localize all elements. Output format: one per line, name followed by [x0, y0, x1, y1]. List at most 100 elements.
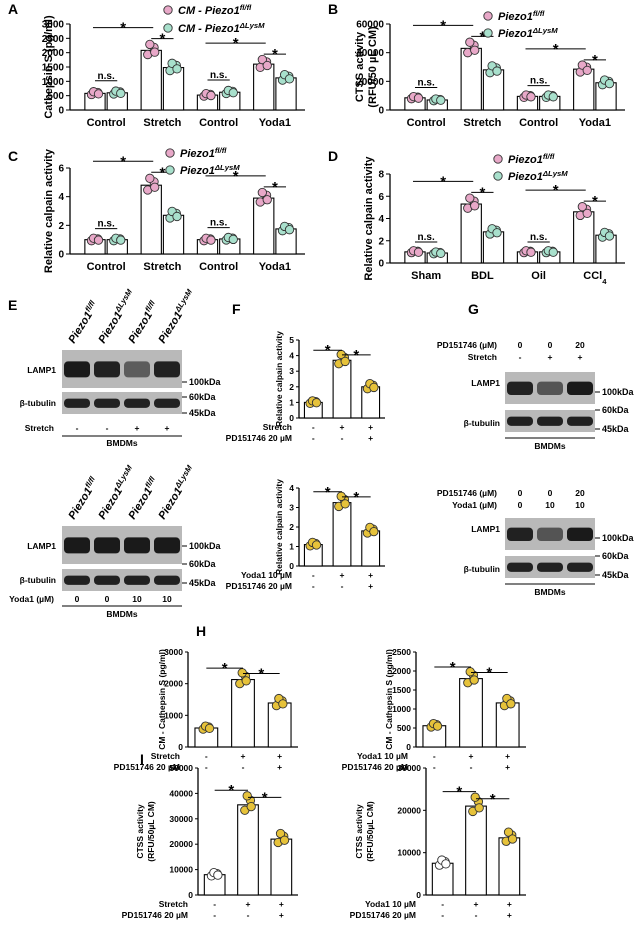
y-tick-label: 4 [378, 214, 384, 225]
data-point [213, 870, 223, 880]
data-point [150, 182, 160, 192]
tubulin-blot-band [124, 575, 150, 585]
y-tick-label: 1 [289, 397, 294, 407]
treatment-label: PD151746 20 µM [342, 762, 408, 772]
treatment-value: + [368, 422, 373, 432]
tubulin-blot-band [154, 575, 180, 585]
data-point [93, 89, 104, 99]
lamp1-blot-band [154, 361, 180, 378]
lamp1-blot-band [124, 361, 150, 378]
lamp1-blot-band [154, 537, 180, 554]
legend-label: Piezo1ΔLysM [508, 169, 568, 184]
y-tick-label: 30000 [397, 763, 421, 773]
y-tick-label: 2 [58, 221, 64, 232]
y-tick-label: 1500 [42, 63, 65, 74]
data-point [93, 235, 104, 245]
y-tick-label: 60000 [356, 20, 384, 31]
data-point [228, 88, 238, 98]
marker-label: 60kDa [189, 559, 217, 569]
sig-star: * [440, 173, 446, 190]
data-point [582, 208, 592, 219]
data-point [582, 65, 592, 76]
tubulin-blot-band [567, 562, 593, 572]
y-axis-label: CM - Cathepsin S (pg/ml) [157, 649, 167, 750]
panel-letter: F [232, 301, 241, 317]
category-label: Oil [531, 270, 546, 282]
row-label: LAMP1 [27, 541, 56, 551]
sig-star: * [440, 17, 446, 34]
treatment-label: Stretch [159, 899, 188, 909]
data-point [116, 88, 126, 98]
treatment-label: PD151746 20 µM [114, 762, 180, 772]
bar [237, 804, 259, 896]
treatment-label: PD151746 20 µM [226, 581, 292, 591]
treatment-value: + [469, 751, 474, 761]
bar [459, 678, 483, 748]
y-tick-label: 0 [406, 742, 411, 752]
sig-star: * [222, 660, 228, 677]
category-label: Yoda1 [579, 117, 611, 129]
data-point [503, 827, 514, 837]
marker-label: 60kDa [602, 551, 630, 561]
treatment-value: + [279, 899, 284, 909]
y-tick-label: 4 [58, 192, 64, 203]
data-point [340, 356, 350, 367]
data-point [279, 835, 290, 845]
bar [460, 203, 482, 264]
y-tick-label: 50000 [169, 763, 193, 773]
lamp1-blot-band [507, 527, 533, 542]
y-tick-label: 500 [47, 91, 64, 102]
row-label: LAMP1 [471, 524, 500, 534]
y-axis-label: CTSS activity [135, 804, 145, 859]
bar [573, 68, 595, 111]
bar [465, 805, 487, 896]
sig-star: * [592, 52, 598, 69]
marker-label: 60kDa [602, 405, 630, 415]
treatment-value: + [340, 570, 345, 580]
y-tick-label: 0 [416, 890, 421, 900]
tubulin-blot-band [537, 416, 563, 426]
marker-label: 100kDa [189, 541, 222, 551]
data-point [242, 791, 252, 801]
data-point [548, 247, 558, 257]
data-point [340, 499, 350, 509]
treatment-value: - [213, 899, 216, 909]
cell-type-label: BMDMs [534, 441, 565, 451]
treatment-value: - [312, 433, 315, 443]
bar [253, 63, 275, 111]
legend-label: CM - Piezo1ΔLysM [178, 21, 265, 36]
tubulin-blot-band [124, 398, 150, 408]
lamp1-blot-band [64, 361, 90, 378]
treatment-value: + [135, 423, 140, 433]
y-tick-label: 10000 [169, 865, 193, 875]
marker-label: 60kDa [189, 392, 217, 402]
data-point [469, 675, 479, 685]
row-label: β-tubulin [464, 564, 500, 574]
data-point [116, 235, 126, 245]
bar [270, 838, 293, 896]
data-point [257, 54, 267, 65]
sig-star: * [553, 41, 559, 58]
sig-star: * [120, 20, 126, 37]
cell-type-label: BMDMs [106, 609, 137, 619]
y-tick-label: 0 [378, 259, 384, 270]
category-label: Control [87, 117, 126, 129]
row-label: β-tubulin [20, 575, 56, 585]
data-point [278, 699, 288, 709]
data-point [228, 234, 238, 245]
sig-star: * [353, 347, 359, 364]
lamp1-blot-band [94, 537, 120, 554]
sig-star: * [228, 782, 234, 799]
panel-letter: I [140, 751, 144, 767]
sig-star: * [553, 182, 559, 199]
treatment-value: - [341, 581, 344, 591]
marker-label: 45kDa [602, 570, 630, 580]
sig-star: * [490, 791, 496, 808]
y-tick-label: 0 [178, 742, 183, 752]
ns-annotation: n.s. [210, 70, 227, 81]
sig-star: * [479, 184, 485, 201]
category-label: Stretch [143, 261, 181, 273]
tubulin-blot-band [94, 575, 120, 585]
category-label: Control [199, 261, 238, 273]
